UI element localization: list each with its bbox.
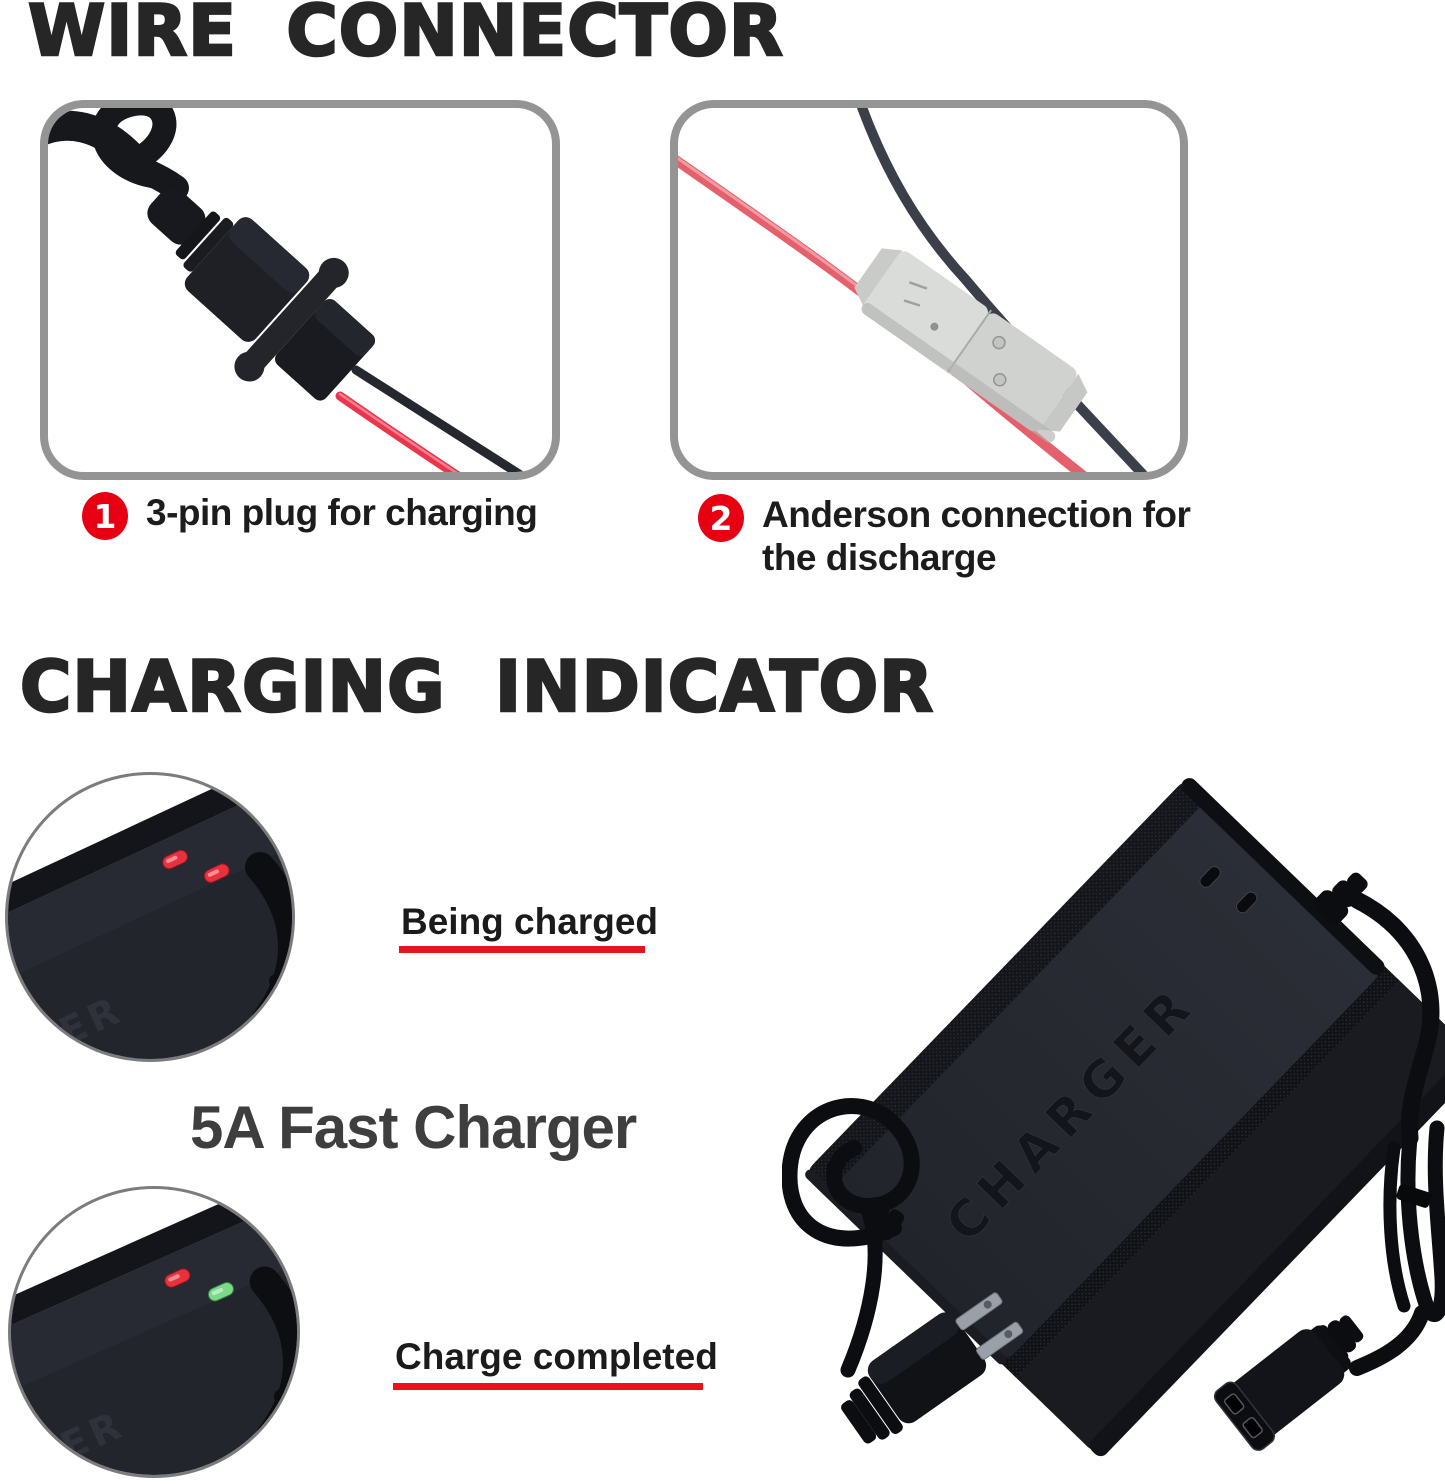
- led-window: [1199, 866, 1221, 888]
- black-wire: [857, 108, 1148, 472]
- black-wire: [351, 365, 525, 472]
- feature-item-1: 1 3-pin plug for charging: [82, 492, 602, 540]
- feature-label: Anderson connection for the discharge: [762, 494, 1191, 578]
- being-charged-underline: [399, 946, 645, 953]
- product-label: 5A Fast Charger: [190, 1094, 637, 1161]
- red-wire: [335, 391, 461, 472]
- feature-label: 3-pin plug for charging: [146, 492, 538, 533]
- output-cable: [1348, 891, 1440, 1147]
- ac-plug: [841, 1292, 1024, 1444]
- being-charged-illustration: GER: [8, 775, 292, 1059]
- led-window: [1236, 891, 1258, 914]
- charge-completed-label: Charge completed: [395, 1336, 718, 1377]
- charging-indicator-heading: CHARGING INDICATOR: [19, 646, 935, 728]
- being-charged-photo: GER: [5, 772, 295, 1062]
- anderson-connector-photo: [670, 100, 1188, 480]
- being-charged-label: Being charged: [401, 901, 658, 942]
- three-pin-plug-photo: [40, 100, 560, 480]
- charger-illustration: CHARGER: [782, 778, 1445, 1457]
- charger-body: CHARGER: [805, 778, 1445, 1457]
- ac-cable: [782, 1098, 920, 1247]
- wire-connector-heading: WIRE CONNECTOR: [27, 0, 784, 72]
- feature-number-badge: 1: [82, 492, 128, 540]
- charger-product-photo: CHARGER: [782, 758, 1445, 1484]
- charge-completed-illustration: GER: [11, 1189, 297, 1475]
- charge-completed-photo: GER: [8, 1186, 300, 1478]
- anderson-connector-illustration: [678, 108, 1148, 472]
- output-connector: [1213, 1315, 1364, 1451]
- three-pin-plug-illustration: [48, 108, 525, 472]
- charge-completed-underline: [393, 1383, 703, 1390]
- feature-number-badge: 2: [698, 494, 744, 542]
- cable-tie: [1396, 1184, 1432, 1208]
- anderson-connector-body: [854, 248, 1088, 443]
- feature-item-2: 2 Anderson connection for the discharge: [698, 494, 1208, 580]
- plug-body: [147, 187, 376, 401]
